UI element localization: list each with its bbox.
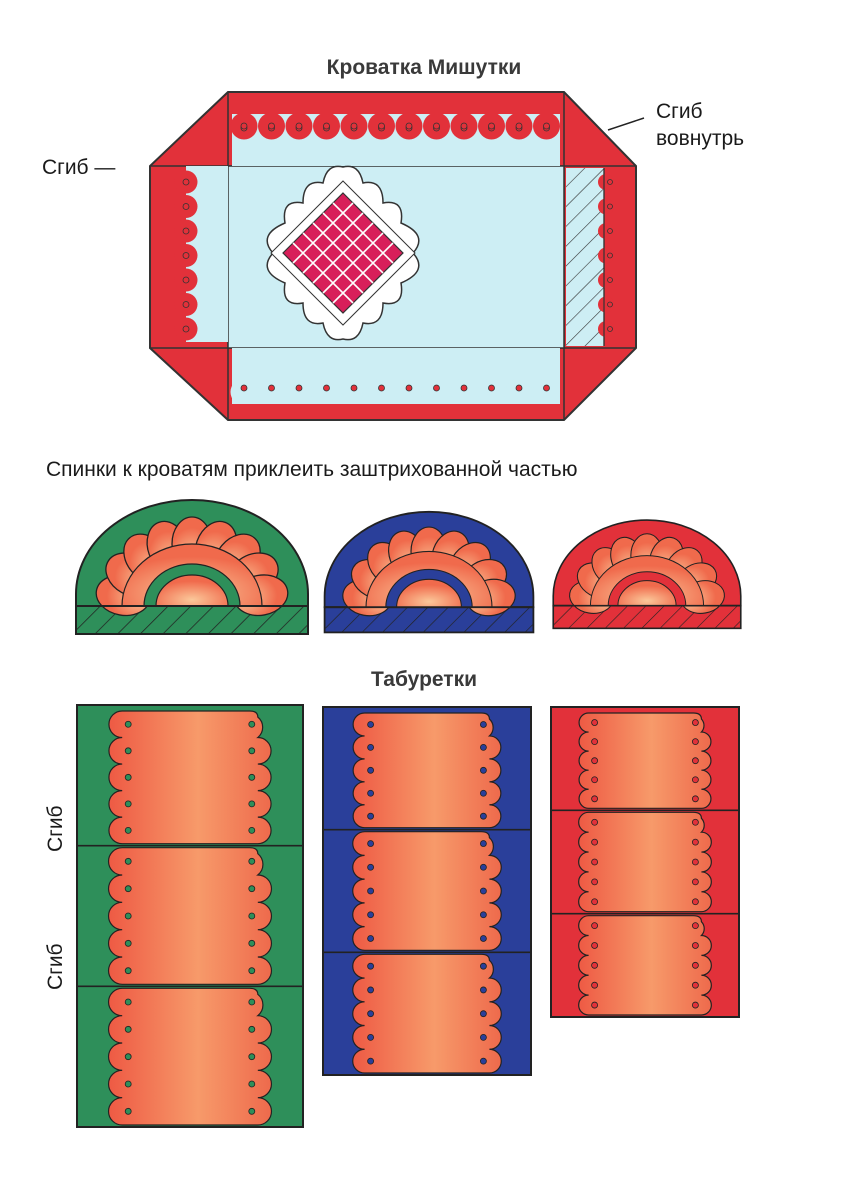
- stool-fold-label-1: Сгиб: [44, 805, 67, 852]
- sheet-right-scallops: [598, 168, 614, 346]
- sheet-left-scallops: [174, 166, 228, 342]
- bed-template: [149, 91, 637, 421]
- stool-fold-label-2: Сгиб: [44, 943, 67, 990]
- headboards-caption: Спинки к кроватям приклеить заштрихованн…: [46, 458, 578, 481]
- headboard-green: [75, 499, 309, 635]
- sheet-top-scallops: [230, 96, 560, 166]
- fold-inward-pointer: [607, 117, 645, 131]
- headboard-blue: [323, 510, 535, 634]
- fold-inward-label: Сгиб вовнутрь: [612, 98, 744, 152]
- bed-title: Кроватка Мишутки: [326, 56, 522, 79]
- headboard-red: [552, 519, 742, 630]
- fold-label-left: Сгиб —: [42, 156, 116, 179]
- stool-red: [550, 706, 740, 1018]
- stool-blue: [322, 706, 532, 1076]
- stool-green: [76, 704, 304, 1128]
- fold-inward-line2: вовнутрь: [656, 127, 745, 150]
- fold-inward-line1: Сгиб: [656, 100, 703, 123]
- stools-title: Табуретки: [370, 668, 477, 691]
- quilt: [266, 165, 420, 341]
- sheet-bottom-scallops: [230, 348, 562, 418]
